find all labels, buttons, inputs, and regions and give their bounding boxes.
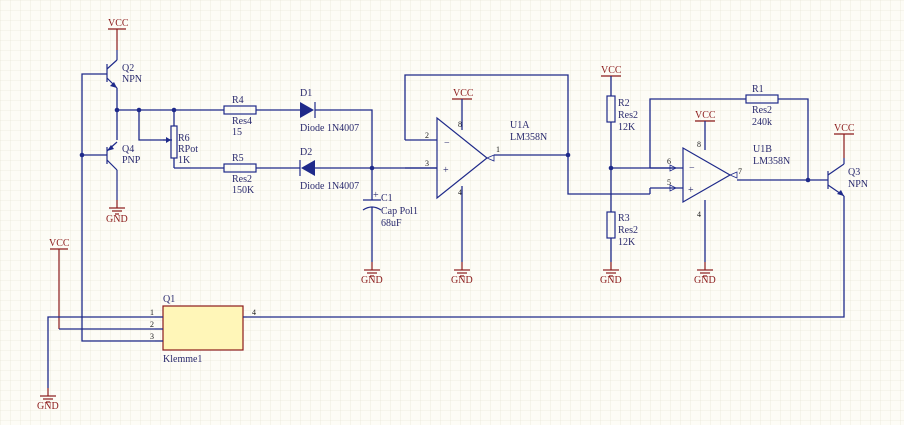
svg-text:3: 3 — [150, 332, 154, 341]
q2-type: NPN — [122, 74, 142, 85]
svg-text:+: + — [443, 165, 449, 176]
svg-text:NPN: NPN — [848, 179, 868, 190]
svg-text:240k: 240k — [752, 117, 772, 128]
u1b-ref: U1B — [753, 144, 772, 155]
svg-text:2: 2 — [150, 320, 154, 329]
r5-ref: R5 — [232, 153, 244, 164]
r5-value: 150K — [232, 185, 255, 196]
svg-text:1: 1 — [150, 308, 154, 317]
svg-text:4: 4 — [697, 210, 701, 219]
svg-text:Res2: Res2 — [618, 225, 638, 236]
u1a-ref: U1A — [510, 120, 530, 131]
d2-ref: D2 — [300, 147, 312, 158]
gnd-symbol-r3: GND — [600, 261, 622, 286]
vcc-symbol-u1b: VCC — [695, 110, 716, 150]
terminal-block-q1: 1 2 3 4 Q1 Klemme1 — [150, 294, 256, 365]
r6-value: 1K — [178, 155, 191, 166]
svg-text:R1: R1 — [752, 84, 764, 95]
vcc-label: VCC — [108, 18, 129, 29]
svg-text:5: 5 — [667, 178, 671, 187]
svg-text:+: + — [688, 185, 694, 196]
svg-text:+: + — [373, 190, 379, 201]
svg-text:6: 6 — [667, 157, 671, 166]
svg-text:GND: GND — [600, 275, 622, 286]
svg-text:7: 7 — [738, 167, 742, 176]
svg-text:−: − — [444, 138, 450, 149]
svg-text:VCC: VCC — [453, 88, 474, 99]
vcc-symbol-left: VCC — [49, 238, 70, 329]
svg-text:GND: GND — [694, 275, 716, 286]
svg-text:3: 3 — [425, 159, 429, 168]
vcc-symbol-r2: VCC — [601, 65, 622, 96]
diode-d2: D2 Diode 1N4007 — [299, 147, 359, 192]
gnd-symbol-c1: GND — [361, 261, 383, 286]
svg-text:VCC: VCC — [834, 123, 855, 134]
q4-type: PNP — [122, 155, 141, 166]
vcc-symbol-q2: VCC — [108, 18, 129, 50]
svg-text:R2: R2 — [618, 98, 630, 109]
svg-text:8: 8 — [697, 140, 701, 149]
q1-ref: Q1 — [163, 294, 175, 305]
r4-ref: R4 — [232, 95, 244, 106]
q2-ref: Q2 — [122, 63, 134, 74]
r6-name: RPot — [178, 144, 198, 155]
transistor-q3: Q3 NPN — [827, 158, 868, 197]
r6-ref: R6 — [178, 133, 190, 144]
transistor-q2: Q2 NPN — [106, 50, 142, 110]
transistor-q4: Q4 PNP — [106, 110, 141, 200]
c1-value: 68uF — [381, 218, 402, 229]
opamp-u1b: − + 6 5 8 4 7 U1B LM358N — [650, 140, 790, 219]
gnd-symbol-q4: GND — [106, 199, 128, 225]
vcc-symbol-q3: VCC — [834, 123, 855, 158]
c1-ref: C1 — [381, 193, 393, 204]
wire-q3-klemme4 — [247, 196, 845, 318]
q4-ref: Q4 — [122, 144, 134, 155]
svg-text:8: 8 — [458, 120, 462, 129]
opamp-u1a: − + 2 3 8 4 1 U1A LM358N — [405, 116, 547, 200]
svg-text:VCC: VCC — [695, 110, 716, 121]
svg-text:VCC: VCC — [601, 65, 622, 76]
wire-q2-base-klemme3 — [81, 73, 155, 342]
svg-text:12K: 12K — [618, 237, 636, 248]
d1-name: Diode 1N4007 — [300, 123, 359, 134]
svg-text:Res2: Res2 — [618, 110, 638, 121]
gnd-symbol-u1a: GND — [451, 261, 473, 286]
q1-name: Klemme1 — [163, 354, 202, 365]
svg-text:1: 1 — [496, 145, 500, 154]
svg-text:GND: GND — [37, 401, 59, 412]
r4-name: Res4 — [232, 116, 252, 127]
svg-text:Q3: Q3 — [848, 167, 860, 178]
svg-text:12K: 12K — [618, 122, 636, 133]
gnd-label: GND — [106, 214, 128, 225]
d2-name: Diode 1N4007 — [300, 181, 359, 192]
svg-text:Res2: Res2 — [752, 105, 772, 116]
svg-text:4: 4 — [458, 188, 462, 197]
svg-text:GND: GND — [361, 275, 383, 286]
svg-text:4: 4 — [252, 308, 256, 317]
c1-name: Cap Pol1 — [381, 206, 418, 217]
svg-text:GND: GND — [451, 275, 473, 286]
svg-text:VCC: VCC — [49, 238, 70, 249]
gnd-symbol-u1b: GND — [694, 261, 716, 286]
r4-value: 15 — [232, 127, 242, 138]
potentiometer-r6: R6 RPot 1K — [163, 110, 198, 168]
svg-text:2: 2 — [425, 131, 429, 140]
svg-text:R3: R3 — [618, 213, 630, 224]
vcc-symbol-u1a: VCC — [452, 88, 474, 130]
r5-name: Res2 — [232, 174, 252, 185]
u1b-name: LM358N — [753, 156, 790, 167]
wire-u1a-feedback — [404, 74, 569, 155]
capacitor-c1: + C1 Cap Pol1 68uF — [362, 168, 418, 262]
u1a-name: LM358N — [510, 132, 547, 143]
d1-ref: D1 — [300, 88, 312, 99]
gnd-symbol-left: GND — [37, 387, 59, 412]
svg-text:−: − — [689, 163, 695, 174]
